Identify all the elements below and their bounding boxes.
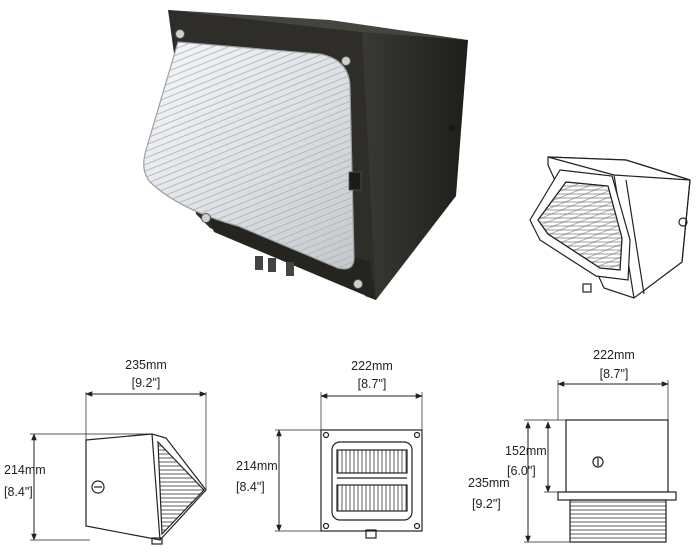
front-height-in: [8.4"] bbox=[236, 480, 265, 494]
wall-pack-light-photo bbox=[143, 10, 468, 300]
top-height-in: [9.2"] bbox=[472, 497, 501, 511]
top-width-mm: 222mm bbox=[593, 348, 635, 362]
side-width-in: [9.2"] bbox=[132, 376, 161, 390]
front-view-dimensions: 222mm [8.7"] 214mm [8.4"] bbox=[236, 359, 423, 532]
top-height-mm: 235mm bbox=[468, 476, 510, 490]
front-height-mm: 214mm bbox=[236, 459, 278, 473]
top-width-in: [8.7"] bbox=[600, 367, 629, 381]
top-view-drawing bbox=[557, 419, 677, 543]
top-inner-height-mm: 152mm bbox=[505, 444, 547, 458]
front-width-in: [8.7"] bbox=[358, 377, 387, 391]
side-height-mm: 214mm bbox=[4, 463, 46, 477]
side-height-in: [8.4"] bbox=[4, 485, 33, 499]
side-view-dimensions: 235mm [9.2"] 214mm [8.4"] bbox=[4, 358, 207, 541]
front-width-mm: 222mm bbox=[351, 359, 393, 373]
wall-pack-line-drawing bbox=[529, 156, 691, 299]
side-width-mm: 235mm bbox=[125, 358, 167, 372]
top-inner-height-in: [6.0"] bbox=[507, 464, 536, 478]
front-view-drawing bbox=[320, 429, 423, 539]
side-view-drawing bbox=[85, 433, 207, 545]
top-view-dimensions: 222mm [8.7"] 152mm [6.0"] 235mm [9.2"] bbox=[468, 348, 669, 543]
